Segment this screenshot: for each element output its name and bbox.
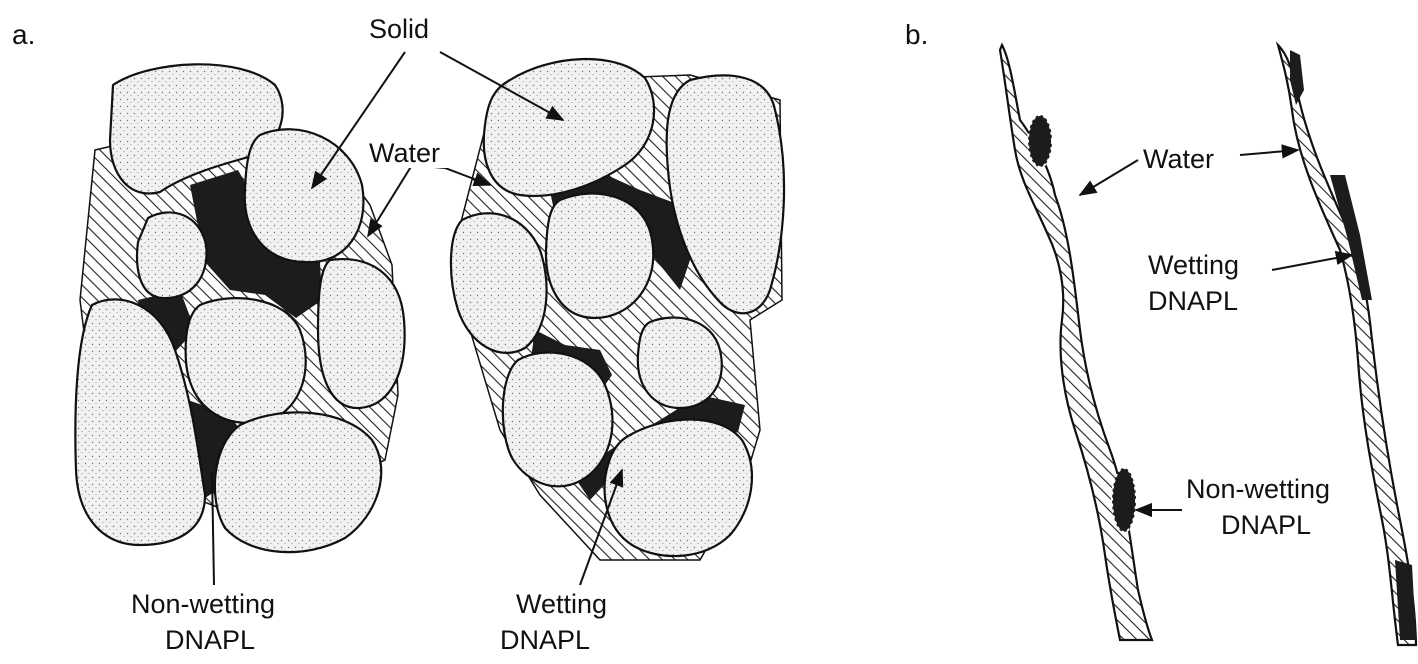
wetting-label-a-line2: DNAPL — [500, 625, 590, 655]
nonwetting-label-a-line2: DNAPL — [165, 625, 255, 655]
left-grain-7 — [215, 412, 381, 552]
panel-a-letter: a. — [12, 19, 35, 50]
water-arrow-b-right — [1240, 150, 1298, 155]
right-grain-7 — [605, 419, 752, 556]
nonwetting-label-a-line1: Non-wetting — [131, 589, 275, 619]
capillary-left-film — [1000, 45, 1152, 640]
nonwetting-label-b-line2: DNAPL — [1221, 510, 1311, 540]
capillary-left-dnapl-top — [1028, 115, 1052, 167]
capillary-left-dnapl-bottom — [1112, 468, 1136, 532]
water-label-a: Water — [369, 138, 440, 168]
right-grain-3 — [546, 193, 653, 318]
water-label-b: Water — [1143, 144, 1214, 174]
wetting-label-a-line1: Wetting — [516, 589, 607, 619]
capillary-left — [1000, 45, 1152, 640]
right-grain-6 — [503, 352, 613, 486]
left-grain-3 — [137, 212, 206, 298]
left-grain-5 — [186, 298, 306, 423]
nonwetting-label-b-line1: Non-wetting — [1186, 474, 1330, 504]
wetting-label-b-line1: Wetting — [1148, 250, 1239, 280]
wetting-arrow-b — [1272, 255, 1352, 270]
panel-b: b. Water Wetting DNAPL Non-wetting DNAPL — [905, 19, 1416, 645]
panel-b-leaders — [1080, 150, 1352, 510]
water-arrow-left — [368, 165, 412, 236]
solid-label: Solid — [369, 14, 429, 44]
left-grain-2 — [245, 129, 364, 262]
left-grain-cluster — [75, 64, 404, 552]
water-arrow-b-left — [1080, 160, 1138, 195]
left-grain-4 — [318, 259, 405, 408]
panel-b-letter: b. — [905, 19, 928, 50]
panel-a: a. — [12, 12, 784, 655]
capillary-right — [1278, 45, 1416, 645]
wetting-label-b-line2: DNAPL — [1148, 286, 1238, 316]
right-grain-5 — [638, 318, 722, 408]
capillary-right-film — [1278, 45, 1416, 645]
